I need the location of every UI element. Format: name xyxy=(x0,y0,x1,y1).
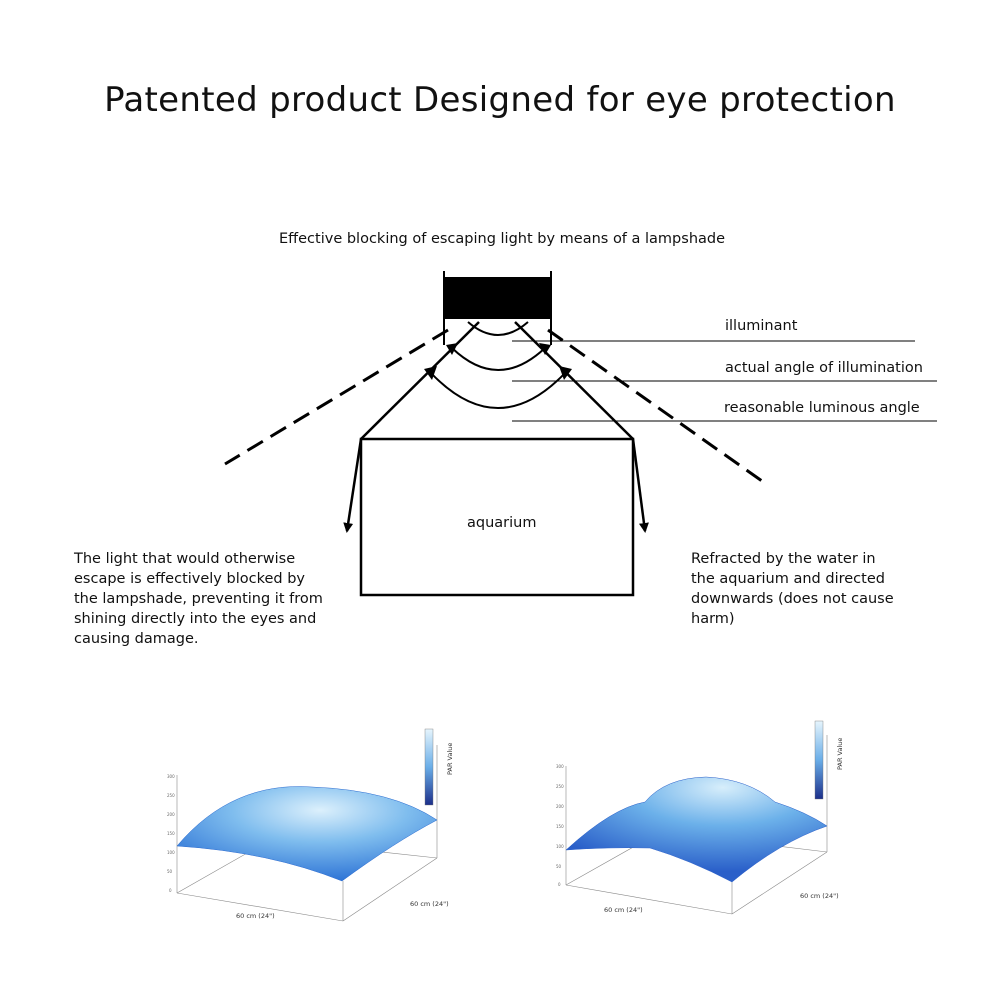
svg-text:300: 300 xyxy=(556,764,564,769)
axis-x-label: 60 cm (24") xyxy=(236,912,275,920)
aquarium-box xyxy=(359,437,635,597)
note-right-line: harm) xyxy=(691,611,735,627)
svg-text:150: 150 xyxy=(167,831,175,836)
light-cone-left xyxy=(360,321,480,440)
arrow-head xyxy=(539,343,551,355)
par-surface xyxy=(565,776,828,883)
svg-text:100: 100 xyxy=(167,850,175,855)
note-left-line: escape is effectively blocked by xyxy=(74,571,305,587)
svg-text:150: 150 xyxy=(556,824,564,829)
colorbar xyxy=(814,720,824,800)
colorbar-label: PAR Value xyxy=(446,743,454,775)
refracted-arrow-right xyxy=(631,438,649,533)
note-left-line: shining directly into the eyes and xyxy=(74,611,317,627)
svg-text:50: 50 xyxy=(556,864,562,869)
arrow-head xyxy=(424,366,437,380)
svg-text:200: 200 xyxy=(556,804,564,809)
label-illuminant: illuminant xyxy=(725,318,798,334)
svg-text:250: 250 xyxy=(556,784,564,789)
note-left: The light that would otherwise escape is… xyxy=(74,549,323,649)
escaping-light-right xyxy=(547,328,763,483)
diagram-subtitle: Effective blocking of escaping light by … xyxy=(278,231,726,247)
axis-y-label: 60 cm (24") xyxy=(410,900,449,908)
svg-text:300: 300 xyxy=(167,774,175,779)
label-aquarium: aquarium xyxy=(467,515,537,531)
arc-reasonable-angle xyxy=(429,371,567,409)
label-actual-angle: actual angle of illumination xyxy=(725,360,923,376)
chart-ticks: 300 250 200 150 100 50 0 xyxy=(167,774,175,893)
chart-ticks: 300 250 200 150 100 50 0 xyxy=(556,764,564,887)
note-right: Refracted by the water in the aquarium a… xyxy=(691,549,894,629)
svg-text:0: 0 xyxy=(558,882,561,887)
note-left-line: The light that would otherwise xyxy=(74,551,296,567)
svg-text:200: 200 xyxy=(167,812,175,817)
page-title: Patented product Designed for eye protec… xyxy=(104,80,896,120)
colorbar xyxy=(424,728,434,806)
svg-text:0: 0 xyxy=(169,888,172,893)
par-surface xyxy=(176,786,438,882)
note-left-line: causing damage. xyxy=(74,631,199,647)
note-right-line: the aquarium and directed xyxy=(691,571,885,587)
escaping-light-left xyxy=(224,328,449,466)
note-left-line: the lampshade, preventing it from xyxy=(74,591,323,607)
axis-y-label: 60 cm (24") xyxy=(800,892,839,900)
arc-actual-angle xyxy=(451,347,546,371)
axis-x-label: 60 cm (24") xyxy=(604,906,643,914)
refracted-arrow-left xyxy=(343,438,363,533)
svg-text:100: 100 xyxy=(556,844,564,849)
svg-text:50: 50 xyxy=(167,869,173,874)
note-right-line: downwards (does not cause xyxy=(691,591,894,607)
note-right-line: Refracted by the water in xyxy=(691,551,876,567)
svg-text:250: 250 xyxy=(167,793,175,798)
colorbar-label: PAR Value xyxy=(836,738,844,770)
label-reasonable-angle: reasonable luminous angle xyxy=(724,400,920,416)
